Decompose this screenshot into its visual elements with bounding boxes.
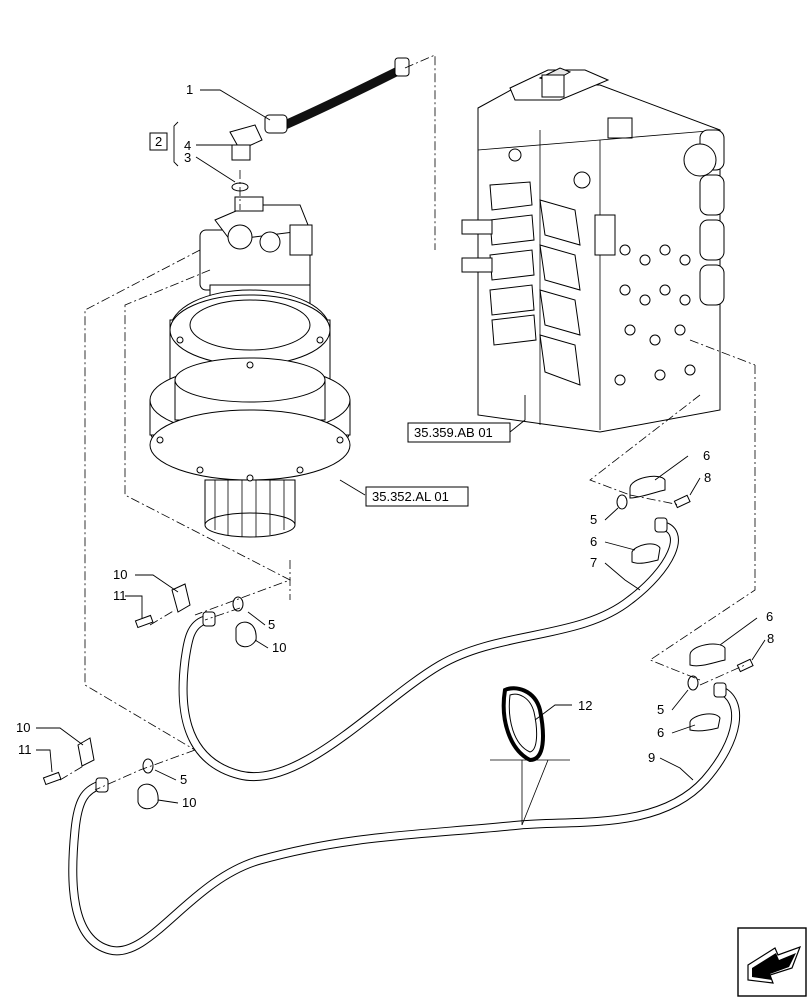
clamp-10-mid-lower <box>235 621 257 648</box>
callout-10-low-upper: 10 <box>16 720 30 735</box>
hose-1 <box>264 57 410 134</box>
bolt-8-lower <box>736 658 754 673</box>
callout-5-right: 5 <box>657 702 664 717</box>
o-ring-5-right <box>687 675 699 691</box>
callout-5-upper-right: 5 <box>590 512 597 527</box>
o-ring-5-mid-left <box>232 596 244 612</box>
callout-6-right-top: 6 <box>766 609 773 624</box>
clamp-10-low-upper <box>77 737 95 767</box>
swing-motor-assembly <box>149 196 351 538</box>
bolt-11-low <box>42 771 62 786</box>
next-page-arrow-icon[interactable] <box>737 927 807 997</box>
callout-5-lower-left: 5 <box>180 772 187 787</box>
callout-11-low: 11 <box>18 742 32 757</box>
callout-6-mid: 6 <box>590 534 597 549</box>
leader-lines <box>36 89 766 804</box>
callout-9: 9 <box>648 750 655 765</box>
callout-8-upper: 8 <box>704 470 711 485</box>
hose-sleeve-12 <box>490 686 570 826</box>
hose-7 <box>178 517 679 782</box>
callout-1: 1 <box>186 82 193 97</box>
reference-swing-motor[interactable]: 35.352.AL 01 <box>365 486 469 507</box>
callout-12: 12 <box>578 698 592 713</box>
valve-spools-left <box>461 181 537 346</box>
hose-9 <box>68 682 740 956</box>
elbow-fitting-4 <box>229 124 263 161</box>
connection-lines <box>59 54 756 791</box>
clamp-6-lower-upper <box>631 543 661 564</box>
valve-ports-right <box>508 129 725 386</box>
bolt-8-upper <box>673 494 691 509</box>
callout-4: 4 <box>184 138 191 153</box>
callout-6-upper-right: 6 <box>703 448 710 463</box>
callout-7: 7 <box>590 555 597 570</box>
bolt-11-mid <box>134 614 154 629</box>
callout-8-lower: 8 <box>767 631 774 646</box>
clamp-6-upper-right <box>629 475 666 499</box>
callout-10-mid-upper: 10 <box>113 567 127 582</box>
callout-3: 3 <box>184 150 191 165</box>
reference-control-valve[interactable]: 35.359.AB 01 <box>407 422 511 443</box>
callout-11-mid: 11 <box>113 588 127 603</box>
callout-6-right-lower: 6 <box>657 725 664 740</box>
control-valve-block <box>461 67 725 433</box>
callout-5-mid-left: 5 <box>268 617 275 632</box>
clamp-6-right-lower <box>689 713 721 732</box>
reference-swing-motor-label: 35.352.AL 01 <box>372 489 449 504</box>
callout-10-low-lower: 10 <box>182 795 196 810</box>
clamp-10-low-lower <box>137 783 159 810</box>
callout-2: 2 <box>155 134 162 149</box>
clamp-6-right-top <box>689 643 726 667</box>
callout-2-box <box>149 132 168 151</box>
o-ring-5-lower-left <box>142 758 154 774</box>
callout-10-mid-lower: 10 <box>272 640 286 655</box>
clamp-10-mid-upper <box>171 583 191 613</box>
valve-spools-center <box>539 199 616 386</box>
reference-control-valve-label: 35.359.AB 01 <box>414 425 493 440</box>
o-ring-5-upper-right <box>616 494 628 510</box>
